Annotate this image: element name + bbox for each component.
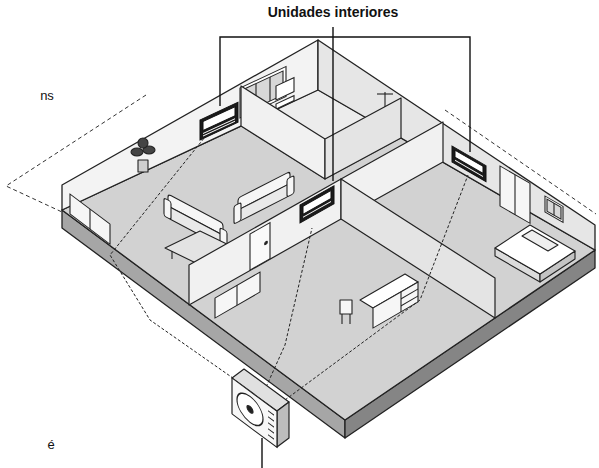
- window: [545, 196, 563, 222]
- office-furniture: [373, 282, 418, 328]
- refrigerant-pipe: [285, 175, 468, 400]
- interior-wall: [189, 179, 495, 318]
- indoor-unit: [455, 150, 483, 173]
- bathroom-fixtures: [377, 93, 393, 94]
- indoor-unit: [452, 146, 486, 182]
- refrigerant-pipe: [110, 137, 468, 400]
- living-furniture: [234, 202, 241, 224]
- outdoor-unit: [268, 417, 274, 421]
- door: [250, 223, 270, 270]
- office-furniture: [349, 314, 350, 324]
- bedroom-furniture: [500, 166, 530, 223]
- outdoor-unit: [268, 435, 274, 439]
- living-furniture: [171, 251, 172, 259]
- window: [553, 203, 554, 215]
- outdoor-unit: [268, 411, 274, 415]
- indoor-unit: [200, 102, 238, 140]
- door: [250, 223, 270, 270]
- indoor-unit: [300, 186, 334, 223]
- leader-line: [220, 37, 470, 152]
- bathroom-fixtures: [276, 78, 294, 109]
- leader-line: [332, 27, 333, 181]
- interior-wall: [189, 179, 341, 305]
- door: [265, 241, 268, 245]
- office-furniture: [400, 292, 401, 312]
- living-furniture: [138, 160, 148, 172]
- cropped-text: ns: [40, 88, 54, 104]
- leader-line: [261, 438, 262, 468]
- office-furniture: [236, 285, 237, 305]
- living-furniture: [89, 209, 90, 229]
- indoor-unit: [203, 121, 235, 136]
- office-furniture: [340, 300, 352, 314]
- living-furniture: [70, 138, 294, 273]
- living-furniture: [70, 194, 110, 244]
- floor-slab: [62, 90, 595, 420]
- outdoor-unit: [277, 402, 289, 447]
- office-furniture: [373, 282, 418, 328]
- office-furniture: [215, 272, 418, 328]
- leader-label: Unidades interiores: [268, 4, 399, 21]
- bedroom-furniture: [495, 166, 575, 282]
- office-furniture: [401, 296, 418, 306]
- living-furniture: [287, 175, 294, 197]
- office-furniture: [341, 314, 342, 324]
- office-furniture: [215, 272, 260, 318]
- outdoor-unit: [268, 423, 274, 427]
- outdoor-unit: [232, 369, 289, 447]
- indoor-unit: [203, 119, 235, 134]
- office-furniture: [215, 272, 260, 318]
- bedroom-furniture: [514, 175, 515, 215]
- bedroom-furniture: [500, 166, 530, 223]
- refrigerant-pipe: [262, 228, 312, 396]
- outdoor-unit: [237, 387, 263, 432]
- cropped-text: é: [47, 437, 54, 453]
- outdoor-unit: [232, 378, 277, 447]
- outdoor-unit: [268, 429, 274, 433]
- indoor-unit: [452, 146, 486, 182]
- outdoor-unit: [232, 378, 277, 447]
- bedroom-furniture: [495, 225, 575, 274]
- living-furniture: [70, 194, 110, 244]
- indoor-unit: [303, 201, 331, 217]
- indoor-unit: [455, 160, 483, 176]
- indoor-unit: [300, 186, 334, 223]
- floor-slab: [62, 90, 595, 438]
- refrigerant-pipe: [110, 137, 250, 390]
- bathroom-wall: [241, 86, 325, 179]
- window: [269, 77, 270, 101]
- leader-line: [220, 27, 470, 468]
- window: [545, 196, 563, 222]
- living-furniture: [131, 148, 143, 156]
- living-furniture: [138, 138, 148, 148]
- bathroom-fixtures: [276, 96, 294, 109]
- indoor-unit: [303, 190, 331, 214]
- window: [547, 199, 561, 219]
- outdoor-unit: [247, 404, 253, 414]
- indoor-unit: [200, 102, 238, 140]
- living-furniture: [164, 198, 171, 220]
- indoor-unit: [203, 107, 235, 131]
- bedroom-furniture: [522, 230, 558, 251]
